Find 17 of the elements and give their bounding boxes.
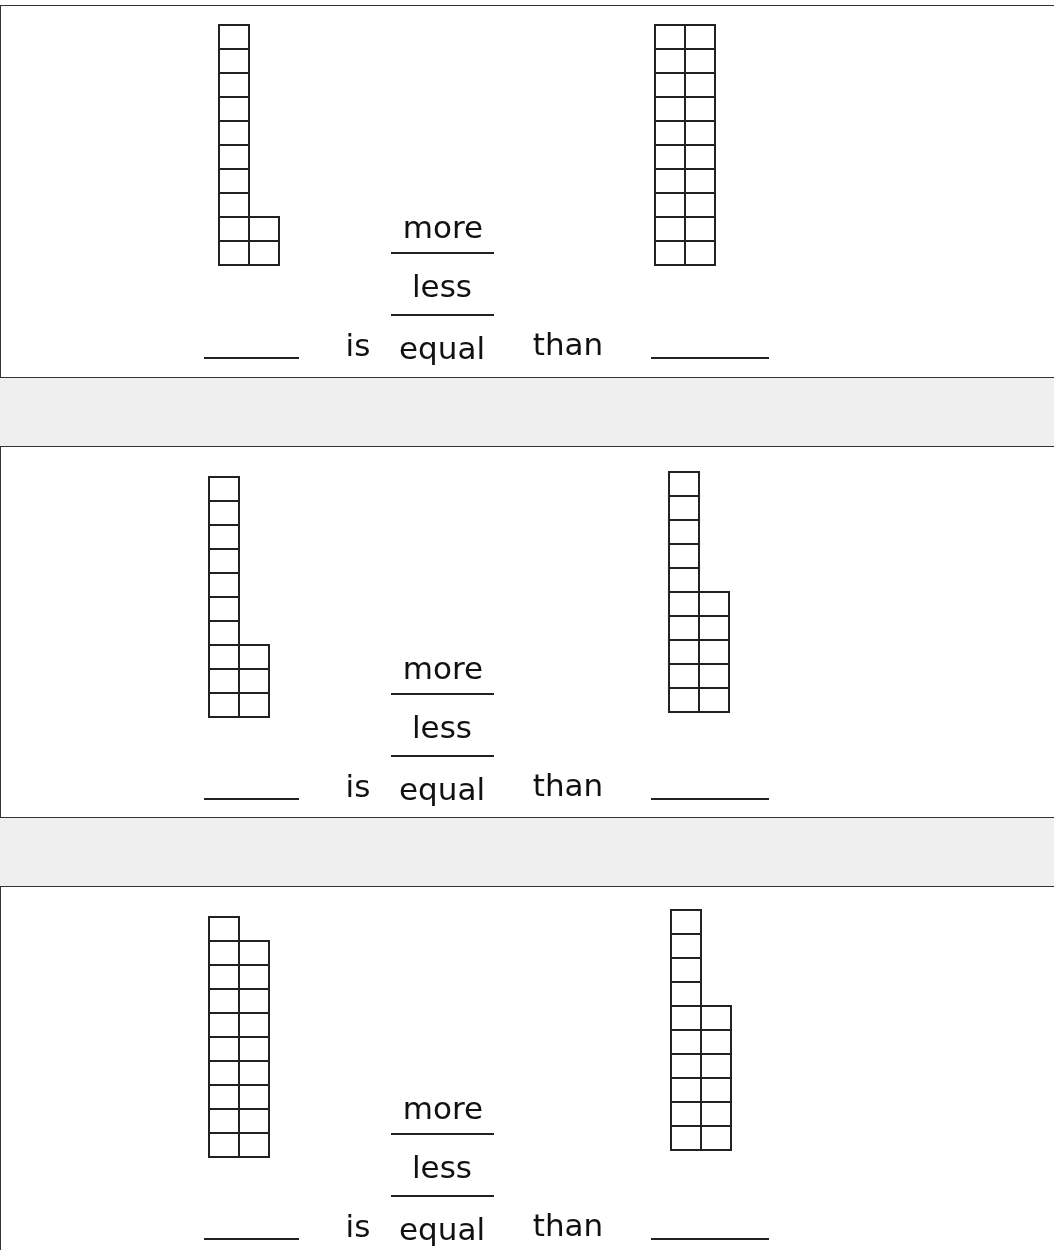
word-label: more	[402, 212, 484, 243]
word-label: less	[412, 271, 472, 302]
word-label: than	[532, 770, 604, 801]
word-label: equal	[399, 333, 485, 364]
word-label: more	[402, 653, 484, 684]
divider-band	[0, 378, 1054, 446]
word-label: equal	[399, 774, 485, 805]
word-label: equal	[399, 1214, 485, 1245]
word-label: is	[345, 1211, 371, 1242]
word-label: than	[532, 329, 604, 360]
divider-band	[0, 818, 1054, 886]
word-label: less	[412, 1152, 472, 1183]
word-label: more	[402, 1093, 484, 1124]
word-label: than	[532, 1210, 604, 1241]
word-label: less	[412, 712, 472, 743]
word-label: is	[345, 771, 371, 802]
word-label: is	[345, 330, 371, 361]
